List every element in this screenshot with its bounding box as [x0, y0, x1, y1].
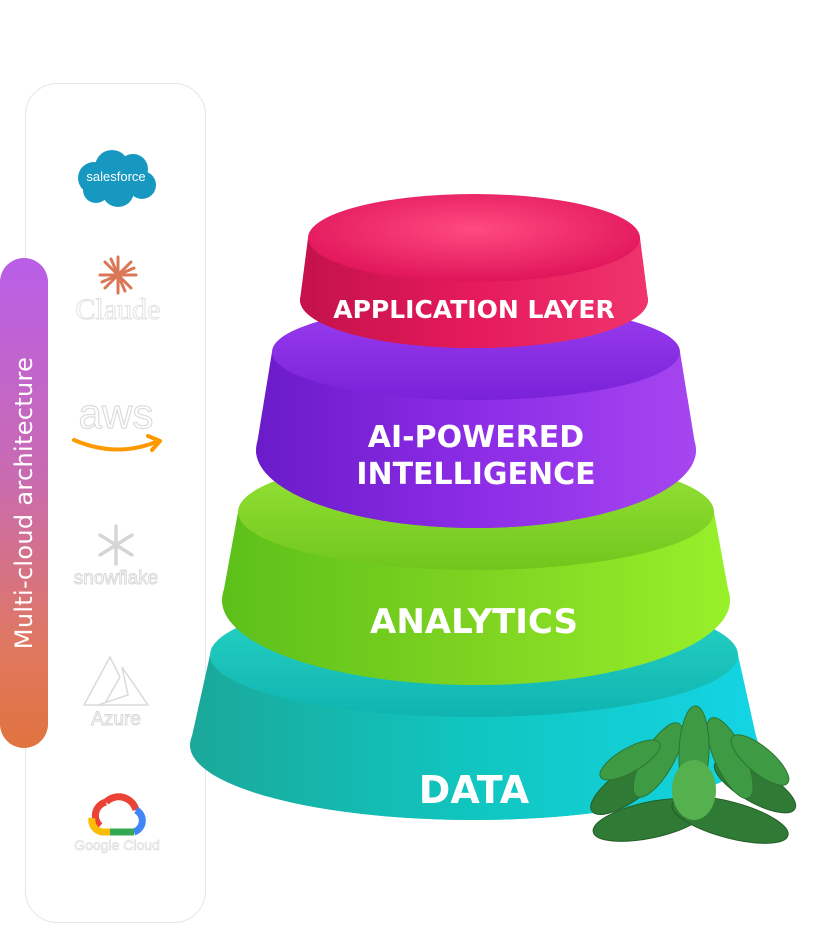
claude-logo: Claude [68, 255, 168, 327]
tier-data-label: DATA [419, 768, 530, 812]
azure-logo-text: Azure [91, 709, 141, 730]
snowflake-logo-text: snowflake [74, 568, 159, 589]
salesforce-logo: salesforce [72, 148, 160, 210]
tier-analytics-label: ANALYTICS [370, 602, 578, 642]
aws-logo: aws [70, 389, 166, 460]
succulent-plant-icon [590, 705, 797, 844]
multi-cloud-label-pill: Multi-cloud architecture [0, 258, 48, 748]
tier-application-label: APPLICATION LAYER [333, 295, 615, 324]
google-cloud-logo: Google Cloud [62, 788, 172, 858]
google-cloud-icon: Google Cloud [74, 793, 160, 853]
cloud-icon: salesforce [78, 150, 156, 207]
tier-ai-label-line2: INTELLIGENCE [356, 457, 595, 492]
azure-logo: Azure [76, 655, 156, 730]
snowflake-logo: snowflake [60, 522, 175, 592]
sunburst-icon: Claude [75, 255, 161, 327]
sidebar-panel [25, 83, 206, 923]
snowflake-icon: snowflake [73, 524, 159, 589]
tier-application: APPLICATION LAYER [300, 194, 648, 348]
google-cloud-logo-text: Google Cloud [74, 837, 160, 853]
salesforce-logo-text: salesforce [86, 169, 145, 184]
claude-logo-text: Claude [76, 293, 161, 326]
azure-icon: Azure [82, 655, 150, 730]
smile-arrow-icon: aws [72, 389, 162, 452]
tier-ai-label-line1: AI-POWERED [368, 420, 584, 455]
aws-logo-text: aws [79, 390, 154, 437]
